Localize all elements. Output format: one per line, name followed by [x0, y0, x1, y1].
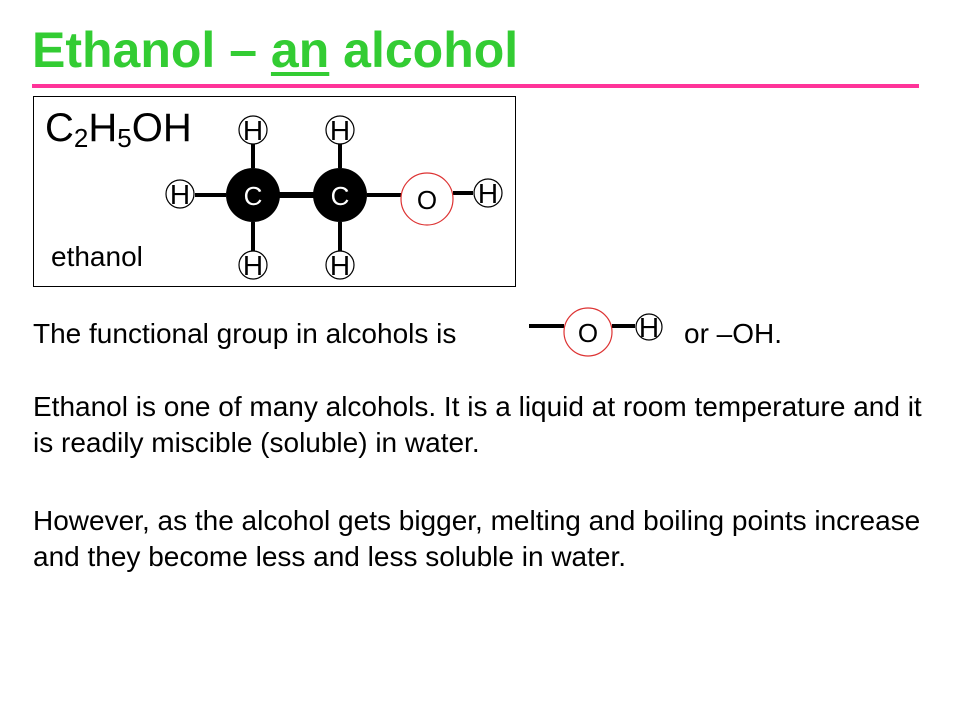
atom-h-right-label: H	[478, 178, 498, 209]
atom-c-1: C	[226, 168, 280, 222]
paragraph-ethanol-properties: Ethanol is one of many alcohols. It is a…	[33, 391, 922, 458]
functional-group-suffix: or –OH.	[684, 318, 783, 349]
fg-atom-o-label: O	[578, 318, 598, 348]
ethanol-structure: H H H H H H C C	[165, 115, 503, 281]
atom-c-1-label: C	[244, 181, 263, 211]
atom-c-2-label: C	[331, 181, 350, 211]
fg-atom-h: H	[635, 312, 663, 343]
title-underlined-word: an	[270, 22, 330, 78]
formula-hydroxyl: OH	[131, 106, 192, 150]
molecule-diagram-box: C2H5OH ethanol H H H H	[33, 96, 516, 287]
title-part-3: alcohol	[329, 22, 519, 78]
molecule-name-label: ethanol	[51, 241, 143, 272]
formula-carbon-count: 2	[73, 123, 89, 153]
paragraph-bigger-alcohols: However, as the alcohol gets bigger, mel…	[33, 505, 921, 572]
formula-hydrogen: H	[88, 106, 118, 150]
atom-h-bottom-2-label: H	[330, 250, 350, 281]
atom-h-top-2: H	[325, 115, 355, 146]
atom-h-top-1: H	[238, 115, 268, 146]
hydroxyl-group-diagram: O H	[529, 307, 663, 357]
atom-h-bottom-2: H	[325, 250, 355, 281]
fg-atom-o: O	[563, 307, 613, 357]
title-part-1: Ethanol –	[32, 22, 271, 78]
title-rule	[32, 84, 919, 88]
atom-c-2: C	[313, 168, 367, 222]
bond-lines	[195, 144, 473, 251]
formula-hydrogen-count: 5	[117, 123, 132, 153]
atom-h-top-2-label: H	[330, 115, 350, 146]
atom-h-left: H	[165, 179, 195, 210]
molecular-formula: C2H5OH	[45, 105, 192, 151]
slide-title: Ethanol – an alcohol	[32, 20, 518, 80]
formula-carbon: C	[45, 106, 74, 150]
atom-h-top-1-label: H	[243, 115, 263, 146]
fg-atom-h-label: H	[639, 312, 659, 343]
atom-h-bottom-1: H	[238, 250, 268, 281]
atom-h-right: H	[473, 178, 503, 209]
atom-h-left-label: H	[170, 179, 190, 210]
atom-o: O	[400, 172, 454, 226]
atom-h-bottom-1-label: H	[243, 250, 263, 281]
atom-o-label: O	[417, 185, 437, 215]
functional-group-sentence: The functional group in alcohols is	[33, 318, 457, 349]
